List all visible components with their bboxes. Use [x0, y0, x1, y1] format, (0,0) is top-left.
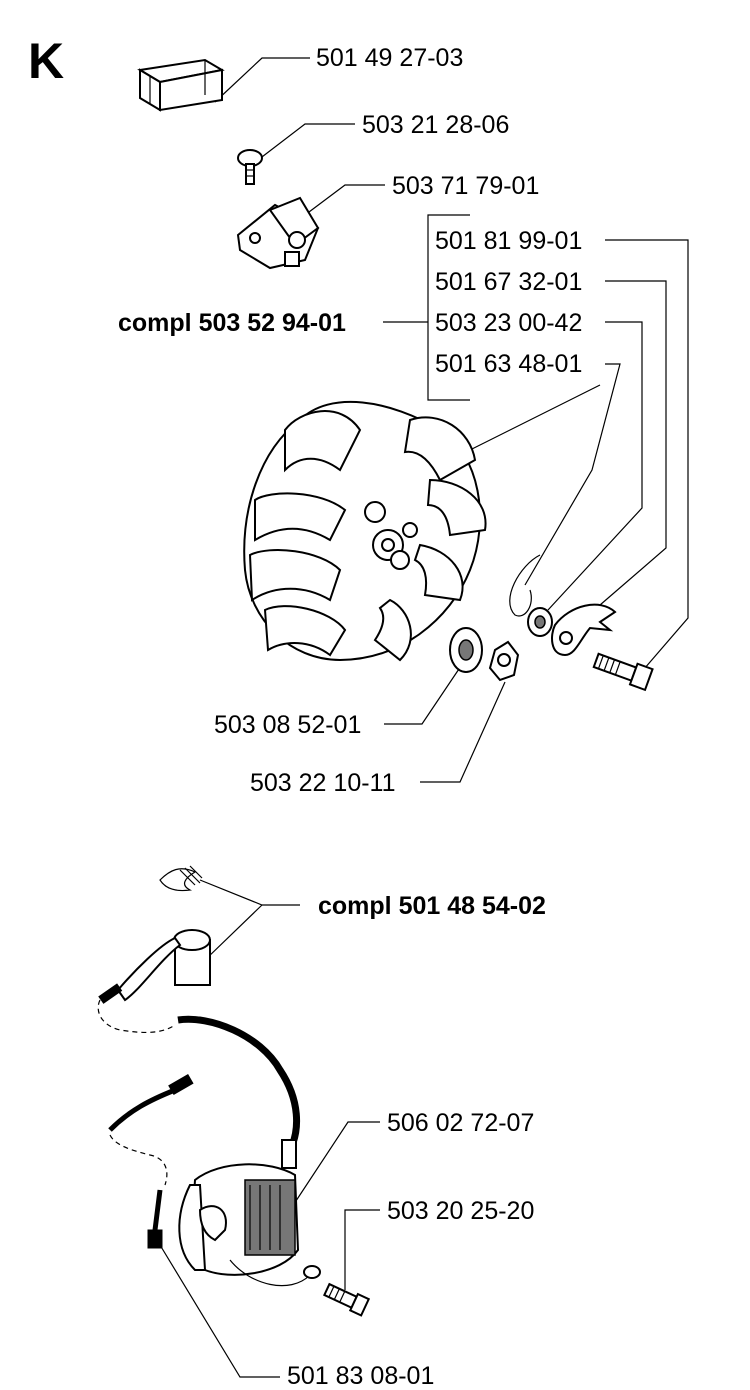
coil-screw-part [323, 1282, 371, 1317]
flywheel-part [243, 400, 487, 662]
compl-label-ignition: compl 501 48 54-02 [318, 892, 546, 920]
cable-part [97, 999, 301, 1249]
small-parts [449, 554, 654, 692]
part-label-cable: 501 83 08-01 [287, 1362, 435, 1390]
part-label-pawl: 501 67 32-01 [435, 268, 583, 296]
screw-part [237, 149, 263, 185]
part-label-coil-screw: 503 20 25-20 [387, 1197, 535, 1225]
leader-lines [159, 57, 689, 1378]
part-label-washer: 503 08 52-01 [214, 711, 362, 739]
section-letter: K [28, 33, 65, 89]
ignition-coil-part [178, 1139, 321, 1287]
part-label-bolt: 501 81 99-01 [435, 227, 583, 255]
pawl-bracket-part [236, 196, 320, 270]
part-label-pawl-bracket: 503 71 79-01 [392, 172, 540, 200]
part-label-spring: 501 63 48-01 [435, 350, 583, 378]
part-label-washer-small: 503 23 00-42 [435, 309, 583, 337]
part-label-ignition-coil: 506 02 72-07 [387, 1109, 535, 1137]
cover-plate-part [137, 58, 225, 112]
part-label-screw: 503 21 28-06 [362, 111, 510, 139]
part-label-nut: 503 22 10-11 [250, 769, 396, 797]
spark-cap-part [98, 865, 211, 1004]
compl-label-flywheel: compl 503 52 94-01 [118, 309, 346, 337]
part-label-cover-plate: 501 49 27-03 [316, 44, 464, 72]
